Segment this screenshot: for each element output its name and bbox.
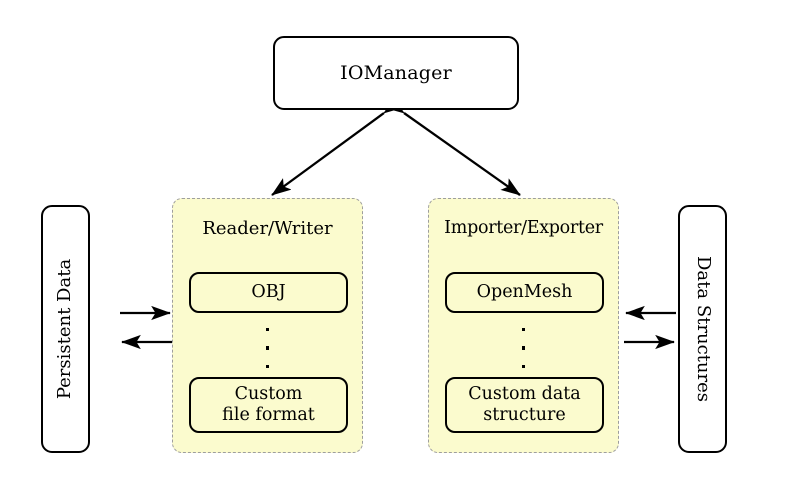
ellipsis-dot bbox=[265, 328, 270, 332]
node-custom-file-format-line1: Custom bbox=[234, 384, 303, 405]
group-reader-writer-title: Reader/Writer bbox=[202, 218, 333, 239]
ellipsis-dot bbox=[265, 364, 270, 368]
node-iomanager[interactable]: IOManager bbox=[273, 36, 519, 110]
node-openmesh[interactable]: OpenMesh bbox=[445, 272, 604, 313]
node-custom-file-format[interactable]: Custom file format bbox=[189, 377, 348, 433]
group-reader-writer[interactable]: Reader/Writer OBJ Custom file format bbox=[172, 198, 363, 453]
group-importer-exporter[interactable]: Importer/Exporter OpenMesh Custom data s… bbox=[428, 198, 619, 453]
ellipsis-dot bbox=[521, 328, 526, 332]
node-custom-data-structure-line1: Custom data bbox=[468, 384, 581, 405]
node-persistent-data[interactable]: Persistent Data bbox=[41, 205, 90, 453]
group-importer-exporter-title: Importer/Exporter bbox=[444, 218, 603, 238]
connector-manager-importerexporter bbox=[384, 96, 521, 196]
connector-manager-readerwriter bbox=[271, 96, 404, 196]
ellipsis-importer-exporter bbox=[429, 328, 618, 368]
ellipsis-dot bbox=[521, 364, 526, 368]
ellipsis-dot bbox=[265, 346, 270, 350]
node-iomanager-label: IOManager bbox=[340, 62, 452, 84]
node-custom-data-structure[interactable]: Custom data structure bbox=[445, 377, 604, 433]
node-obj-label: OBJ bbox=[251, 282, 286, 303]
node-custom-data-structure-line2: structure bbox=[483, 405, 566, 425]
node-openmesh-label: OpenMesh bbox=[476, 282, 573, 303]
ellipsis-reader-writer bbox=[173, 328, 362, 368]
node-data-structures-label: Data Structures bbox=[692, 255, 714, 403]
node-custom-file-format-line2: file format bbox=[222, 405, 315, 425]
ellipsis-dot bbox=[521, 346, 526, 350]
node-persistent-data-label: Persistent Data bbox=[54, 258, 76, 400]
node-data-structures[interactable]: Data Structures bbox=[678, 205, 727, 453]
node-obj[interactable]: OBJ bbox=[189, 272, 348, 313]
